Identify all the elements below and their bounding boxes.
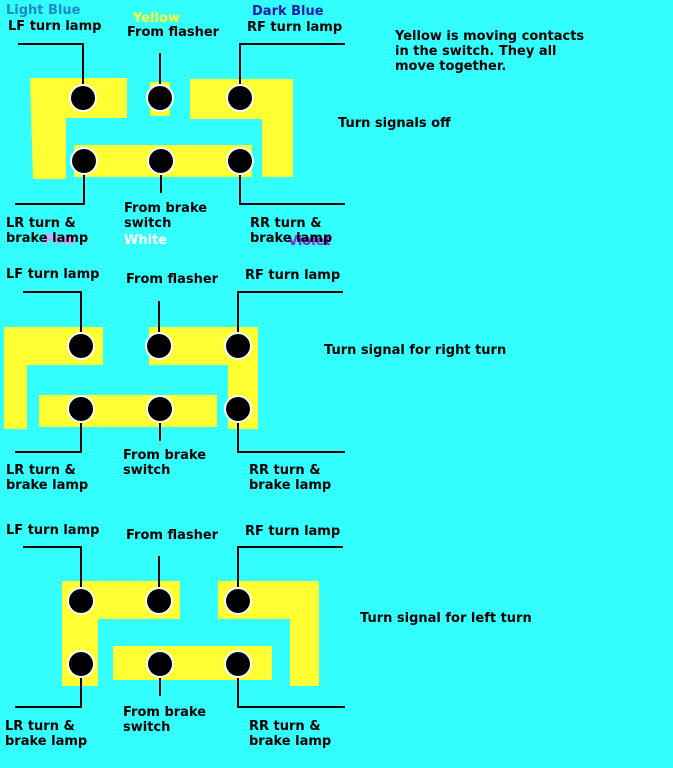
rf-turn-lamp-label: RF turn lamp <box>247 20 343 35</box>
rr-turn-brake-lamp-label: RR turn & brake lamp <box>250 216 333 246</box>
terminal-rf <box>226 589 250 613</box>
moving-contacts-note: Yellow is moving contacts in the switch.… <box>395 29 585 74</box>
rr-wire <box>239 161 345 205</box>
lf-turn-lamp-label: LF turn lamp <box>6 267 100 282</box>
wire-color-yellow: Yellow <box>133 11 180 26</box>
lr-turn-brake-lamp-label: LR turn & brake lamp <box>6 463 89 493</box>
diagram-caption-right: Turn signal for right turn <box>324 343 507 358</box>
from-brake-switch-label: From brake switch <box>123 705 207 735</box>
moving-contact-bottom <box>39 395 217 427</box>
wire-color-white: White <box>124 233 168 248</box>
terminal-flasher <box>147 334 171 358</box>
rf-wire <box>237 546 343 601</box>
wire-color-light-blue: Light Blue <box>6 3 81 18</box>
lf-turn-lamp-label: LF turn lamp <box>8 19 102 34</box>
moving-contact-left <box>30 78 127 179</box>
rf-wire <box>237 291 343 346</box>
moving-contact-right <box>190 79 293 177</box>
from-brake-switch-label: From brake switch <box>123 448 207 478</box>
rr-turn-brake-lamp-label: RR turn & brake lamp <box>249 719 332 749</box>
rf-wire <box>239 43 345 98</box>
lf-wire <box>23 291 82 346</box>
rr-turn-brake-lamp-label: RR turn & brake lamp <box>249 463 332 493</box>
diagram-caption-off: Turn signals off <box>338 116 451 131</box>
from-brake-switch-label: From brake switch <box>124 201 208 231</box>
lf-wire <box>23 546 82 601</box>
rf-turn-lamp-label: RF turn lamp <box>245 524 341 539</box>
terminal-lr <box>72 149 96 173</box>
rr-wire <box>237 409 345 453</box>
terminal-brake <box>148 652 172 676</box>
terminal-rf <box>226 334 250 358</box>
diagram-caption-left: Turn signal for left turn <box>360 611 532 626</box>
from-flasher-label: From flasher <box>127 25 220 40</box>
terminal-rr <box>226 397 250 421</box>
terminal-flasher <box>148 86 172 110</box>
rr-wire <box>237 664 345 708</box>
lr-turn-brake-lamp-label: LR turn & brake lamp <box>5 719 88 749</box>
rf-turn-lamp-label: RF turn lamp <box>245 268 341 283</box>
lr-wire <box>15 161 85 205</box>
terminal-lr <box>69 397 93 421</box>
from-flasher-label: From flasher <box>126 272 219 287</box>
terminal-brake <box>148 397 172 421</box>
wire-color-violet: Violet <box>288 234 331 249</box>
lr-wire <box>15 409 82 453</box>
terminal-lf <box>71 86 95 110</box>
terminal-rf <box>228 86 252 110</box>
lf-wire <box>18 43 84 98</box>
terminal-rr <box>226 652 250 676</box>
terminal-lf <box>69 334 93 358</box>
terminal-lf <box>69 589 93 613</box>
lr-turn-brake-lamp-label: LR turn & brake lamp <box>6 216 89 246</box>
terminal-flasher <box>147 589 171 613</box>
terminal-rr <box>228 149 252 173</box>
terminal-brake <box>149 149 173 173</box>
lr-wire <box>15 664 82 708</box>
wire-color-pink: Pink <box>44 233 76 248</box>
wire-color-dark-blue: Dark Blue <box>252 4 324 19</box>
terminal-lr <box>69 652 93 676</box>
from-flasher-label: From flasher <box>126 528 219 543</box>
lf-turn-lamp-label: LF turn lamp <box>6 523 100 538</box>
